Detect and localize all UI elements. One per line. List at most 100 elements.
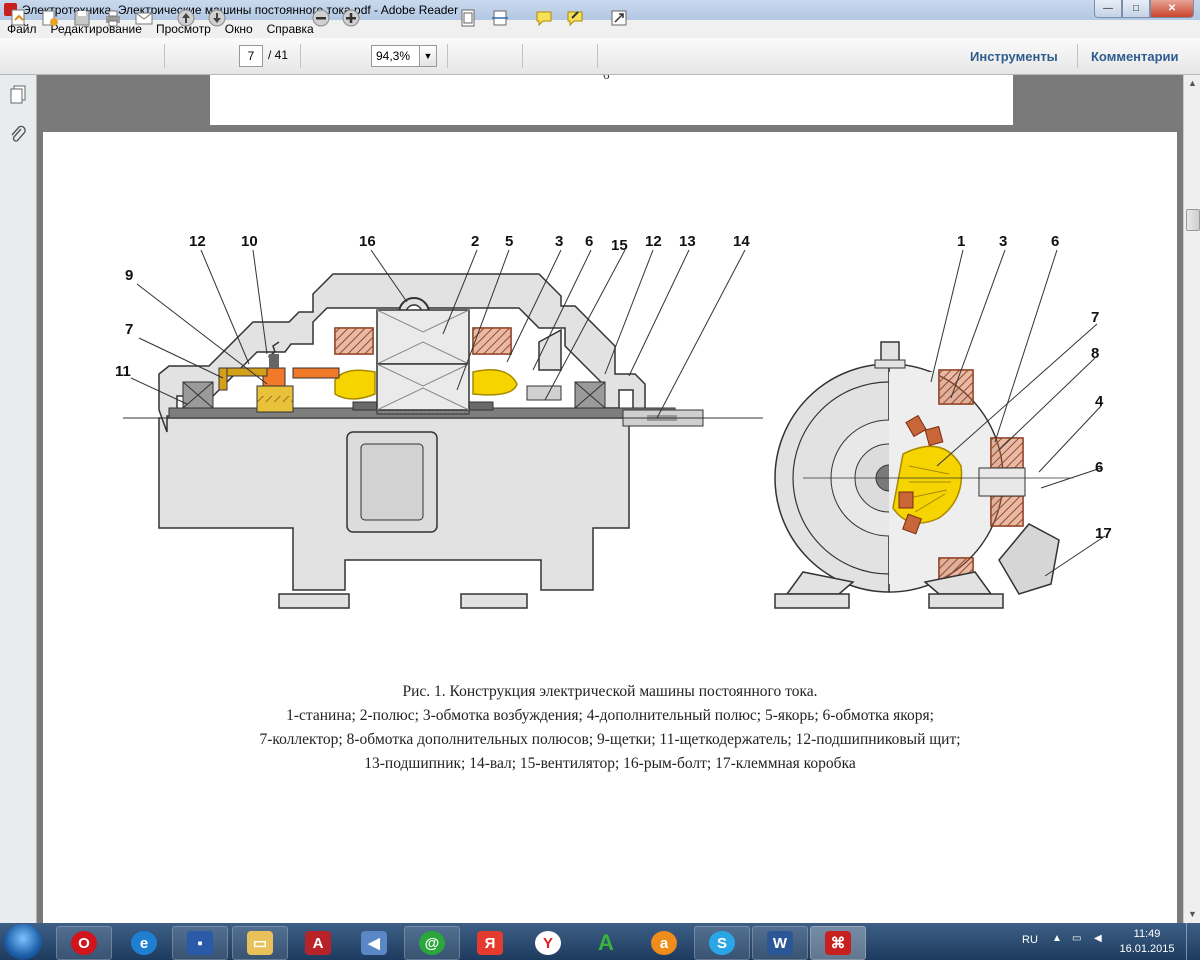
side-view [123,273,763,609]
previous-page: 6 [210,75,1013,125]
taskbar-save[interactable]: ▪ [172,926,228,960]
language-indicator[interactable]: RU [1022,934,1038,946]
prev-page-number: 6 [603,75,610,83]
menu-view[interactable]: Просмотр [155,22,211,36]
comment-icon[interactable] [533,7,555,29]
show-desktop-button[interactable] [1186,923,1200,960]
open-icon[interactable] [39,7,61,29]
taskbar: O e ▪ ▭ A ◀ @ Я Y A a S W ⌘ [0,923,1200,960]
figure-caption-title: Рис. 1. Конструкция электрической машины… [402,683,818,700]
taskbar-skype[interactable]: S [694,926,750,960]
prev-page-icon[interactable] [175,7,197,29]
dc-machine-figure: 12 10 16 2 5 3 6 15 12 13 14 9 7 11 1 3 … [115,233,1112,609]
callout-front-17: 17 [1095,525,1112,542]
zoom-out-icon[interactable] [310,7,332,29]
taskbar-explorer[interactable]: ▭ [232,926,288,960]
close-button[interactable]: ✕ [1150,0,1194,18]
zoom-in-icon[interactable] [340,7,362,29]
taskbar-opera[interactable]: O [56,926,112,960]
callout-9: 9 [125,267,133,284]
menu-window[interactable]: Окно [224,22,253,36]
brush-connector [292,367,340,379]
tools-tab[interactable]: Инструменты [970,49,1058,64]
taskbar-yandex[interactable]: Y [520,926,576,960]
callout-15: 15 [611,237,628,254]
field-coil-left [334,327,374,355]
foot-right [460,593,528,609]
page-number-input[interactable]: 7 [239,45,263,67]
taskbar-mail-agent[interactable]: @ [404,926,460,960]
internet-explorer-icon: e [131,931,157,955]
callout-front-1: 1 [957,233,965,250]
skype-icon: S [709,931,735,955]
highlight-icon[interactable] [564,7,586,29]
toolbar-separator [300,44,301,68]
save-icon[interactable] [71,7,93,29]
callout-front-7: 7 [1091,309,1099,326]
scroll-thumb[interactable] [1186,209,1200,231]
start-button[interactable] [4,924,42,960]
callout-14: 14 [733,233,750,250]
taskbar-a-app[interactable]: A [578,926,634,960]
taskbar-adobe-reader[interactable]: ⌘ [810,926,866,960]
print-icon[interactable] [102,7,124,29]
zoom-dropdown-button[interactable]: ▼ [419,45,437,67]
tray-expand-icon[interactable]: ▲ [1052,933,1062,944]
clock-time: 11:49 [1133,928,1161,940]
field-coil-right [472,327,512,355]
callout-13: 13 [679,233,696,250]
callout-16: 16 [359,233,376,250]
callout-12b: 12 [645,233,662,250]
pages-icon[interactable] [9,85,27,105]
callout-3: 3 [555,233,563,250]
taskbar-ie[interactable]: e [116,926,172,960]
zoom-input[interactable]: 94,3% [371,45,423,67]
armature-winding-right [472,369,518,396]
callout-11: 11 [115,363,131,380]
minimize-button[interactable]: — [1094,0,1122,18]
fit-page-icon[interactable] [457,7,479,29]
taskbar-audio[interactable]: ◀ [346,926,402,960]
volume-icon[interactable]: ◀ [1094,933,1102,944]
callout-front-6b: 6 [1095,459,1103,476]
scroll-up-icon[interactable]: ▲ [1188,78,1197,88]
terminal-box [998,523,1060,595]
taskbar-avast[interactable]: a [636,926,692,960]
callout-10: 10 [241,233,258,250]
scroll-down-icon[interactable]: ▼ [1188,909,1197,919]
menu-edit[interactable]: Редактирование [50,22,142,36]
armature-winding-left [334,369,376,400]
taskbar-word[interactable]: W [752,926,808,960]
foot-left [278,593,350,609]
yandex-browser-icon: Я [477,931,503,955]
navigation-pane [0,75,37,923]
maximize-button[interactable]: □ [1122,0,1150,18]
vertical-scrollbar[interactable]: ▲ ▼ [1183,75,1200,923]
toolbar-separator [597,44,598,68]
callout-front-8: 8 [1091,345,1099,362]
document-view[interactable]: 6 [37,75,1183,923]
interpole-coil-bottom [990,495,1024,527]
field-coil-top [938,369,974,405]
create-pdf-icon[interactable] [8,7,30,29]
pdf-page: 12 10 16 2 5 3 6 15 12 13 14 9 7 11 1 3 … [43,132,1177,923]
front-view [774,341,1073,609]
email-icon[interactable] [133,7,155,29]
callout-front-3: 3 [999,233,1007,250]
attachments-icon[interactable] [9,125,27,145]
toolbar-separator [1077,44,1078,68]
comments-tab[interactable]: Комментарии [1091,49,1179,64]
window-controls: — □ ✕ [1094,0,1194,18]
next-page-icon[interactable] [206,7,228,29]
word-icon: W [767,931,793,955]
fit-width-icon[interactable] [489,7,511,29]
taskbar-yandex-browser[interactable]: Я [462,926,518,960]
network-icon[interactable]: ▭ [1072,933,1082,944]
yandex-icon: Y [535,931,561,955]
callout-5: 5 [505,233,513,250]
taskbar-autocad[interactable]: A [290,926,346,960]
fullscreen-icon[interactable] [608,7,630,29]
opera-icon: O [71,931,97,955]
clock[interactable]: 11:49 16.01.2015 [1118,927,1176,957]
menu-help[interactable]: Справка [266,22,314,36]
